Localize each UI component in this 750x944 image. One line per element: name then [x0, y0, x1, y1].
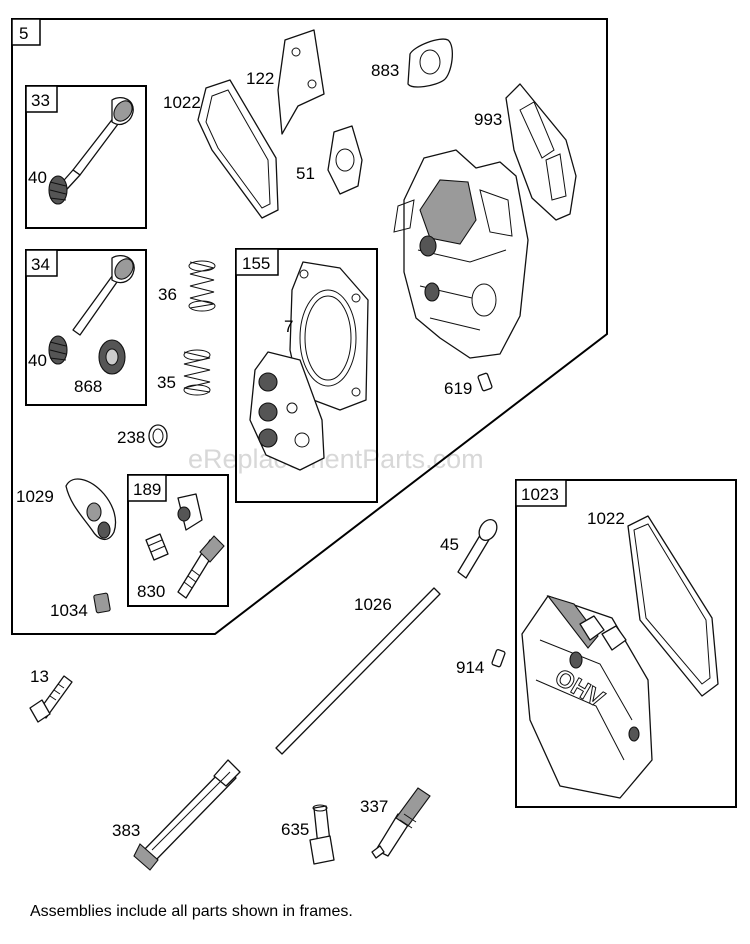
bolt-619[interactable]: [477, 372, 493, 392]
part-635-label: 635: [281, 820, 309, 839]
part-1029-label: 1029: [16, 487, 54, 506]
frame-155-label: 155: [242, 254, 270, 273]
frame-189-rocker-stud[interactable]: 189 830: [127, 474, 229, 607]
frame-1023-valve-cover[interactable]: 1023 1022 OHV: [515, 479, 737, 808]
part-35-label: 35: [157, 373, 176, 392]
assemblies-caption: Assemblies include all parts shown in fr…: [30, 903, 353, 920]
valve-cover[interactable]: OHV: [521, 594, 653, 799]
plate-122[interactable]: [277, 29, 325, 135]
valve-spring-35[interactable]: [183, 349, 211, 396]
part-1022-label-b: 1022: [587, 509, 625, 528]
valve-cover-gasket-1022[interactable]: [627, 515, 719, 697]
rocker-pivot[interactable]: [177, 493, 203, 531]
part-1026-label: 1026: [354, 595, 392, 614]
frame-34-exhaust-valve[interactable]: 34 40 868: [25, 249, 147, 406]
part-383-label: 383: [112, 821, 140, 840]
part-122-label: 122: [246, 69, 274, 88]
frame-33-label: 33: [31, 91, 50, 110]
push-rod-1026[interactable]: [275, 587, 441, 755]
intake-valve[interactable]: [49, 97, 136, 201]
seal-238[interactable]: [148, 424, 168, 448]
valve-keeper-40a[interactable]: [48, 175, 68, 205]
part-13-label: 13: [30, 667, 49, 686]
gasket-51[interactable]: [327, 125, 363, 195]
frame-33-intake-valve[interactable]: 33 40: [25, 85, 147, 229]
part-883-label: 883: [371, 61, 399, 80]
guide-plate-1034[interactable]: [93, 592, 111, 614]
part-36-label: 36: [158, 285, 177, 304]
frame-1023-label: 1023: [521, 485, 559, 504]
part-40-label: 40: [28, 168, 47, 187]
valve-keeper-40b[interactable]: [48, 335, 68, 365]
gasket-883[interactable]: [407, 38, 454, 88]
screw-914[interactable]: [491, 649, 506, 668]
part-238-label: 238: [117, 428, 145, 447]
part-7-label: 7: [284, 317, 293, 336]
gasket-993[interactable]: [505, 83, 577, 221]
part-51-label: 51: [296, 164, 315, 183]
part-1034-label: 1034: [50, 601, 88, 620]
part-40-label-b: 40: [28, 351, 47, 370]
valve-rotator-868[interactable]: [98, 339, 126, 375]
exhaust-valve[interactable]: [72, 255, 137, 336]
frame-34-label: 34: [31, 255, 50, 274]
head-gasket-7[interactable]: [289, 261, 369, 411]
part-45-label: 45: [440, 535, 459, 554]
starter-tool-383[interactable]: [133, 759, 241, 871]
rocker-stud-830[interactable]: [177, 535, 225, 599]
frame-5-cylinder-head-assembly[interactable]: 5: [11, 18, 608, 635]
part-914-label: 914: [456, 658, 484, 677]
frame-5-label: 5: [19, 24, 28, 43]
frame-155-gasket-set[interactable]: 155 7: [235, 248, 378, 503]
rocker-cover-gasket-1022[interactable]: [197, 79, 279, 219]
cylinder-head[interactable]: [393, 149, 529, 359]
adjuster-nut[interactable]: [145, 533, 169, 561]
fitting-635[interactable]: [309, 804, 335, 865]
rocker-arm-1029[interactable]: [65, 478, 117, 540]
part-993-label: 993: [474, 110, 502, 129]
bolt-13[interactable]: [29, 675, 73, 723]
part-1022-label: 1022: [163, 93, 201, 112]
part-830-label: 830: [137, 582, 165, 601]
frame-189-label: 189: [133, 480, 161, 499]
watermark: eReplacementParts.com: [188, 444, 484, 474]
part-337-label: 337: [360, 797, 388, 816]
spark-plug-337[interactable]: [371, 787, 431, 859]
intake-gasket-plate[interactable]: [249, 351, 325, 471]
part-619-label: 619: [444, 379, 472, 398]
valve-spring-36[interactable]: [188, 260, 216, 312]
part-868-label: 868: [74, 377, 102, 396]
breather-tube-45[interactable]: [457, 516, 500, 579]
